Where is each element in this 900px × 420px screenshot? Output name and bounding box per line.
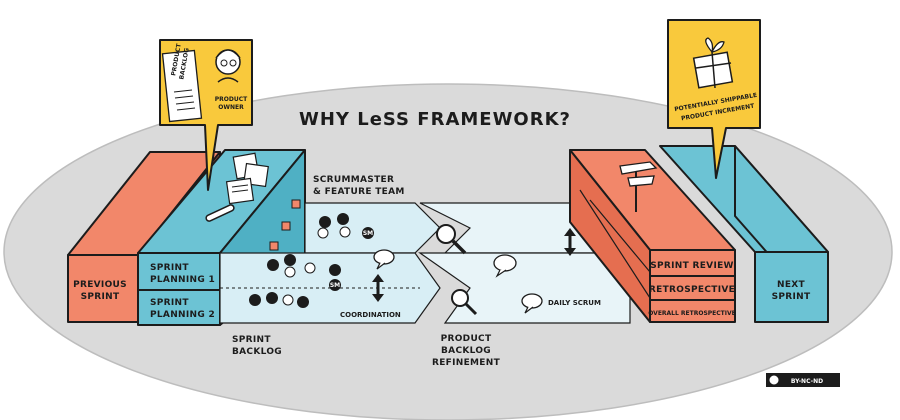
sm-label-2: SM	[330, 282, 340, 289]
person-icon	[339, 226, 351, 238]
person-icon	[284, 266, 296, 278]
gift-icon	[692, 37, 734, 89]
person-icon	[266, 292, 278, 304]
license-label: BY-NC-ND	[791, 378, 823, 385]
sprint-planning-2-label-a: SPRINT	[150, 298, 189, 308]
coordination-label: COORDINATION	[340, 311, 401, 319]
person-icon	[267, 259, 279, 271]
product-owner-sign: PRODUCT BACKLOG PRODUCT OWNER	[159, 39, 253, 191]
person-icon	[284, 254, 296, 266]
sprint-track	[219, 202, 631, 324]
feature-team-2: SM	[267, 254, 341, 291]
pbr-label-1: PRODUCT	[441, 334, 492, 344]
product-owner-label-1: PRODUCT	[215, 96, 248, 103]
sticky-note	[281, 221, 291, 231]
person-icon	[304, 262, 316, 274]
previous-sprint-label-2: SPRINT	[81, 292, 120, 302]
speech-bubble-icon	[373, 249, 395, 270]
sprint-planning-1-label-b: PLANNING 1	[150, 275, 215, 285]
sprint-planning-2-label-b: PLANNING 2	[150, 310, 215, 320]
creative-commons-icon	[768, 374, 780, 386]
page-title: WHY LeSS FRAMEWORK?	[299, 109, 571, 130]
pen-icon	[205, 204, 235, 222]
scrummaster-icon	[362, 227, 374, 239]
increment-sign: POTENTIALLY SHIPPABLE PRODUCT INCREMENT	[667, 19, 761, 179]
person-icon	[249, 294, 261, 306]
magnifier-icon	[436, 224, 467, 255]
person-icon	[317, 227, 329, 239]
sticky-note	[291, 199, 301, 209]
product-owner-icon	[215, 49, 241, 83]
sprint-backlog-label-1: SPRINT	[232, 335, 271, 345]
person-icon	[282, 294, 294, 306]
pbr-label-3: REFINEMENT	[432, 358, 501, 368]
next-sprint-label-1: NEXT	[777, 280, 806, 290]
speech-bubble-icon	[521, 293, 543, 314]
speech-bubble-icon	[493, 254, 517, 278]
product-owner-label-2: OWNER	[218, 104, 244, 111]
arrow-updown-icon	[564, 228, 576, 256]
scrummaster-icon	[329, 279, 341, 291]
person-icon	[329, 264, 341, 276]
sprint-review-label: SPRINT REVIEW	[650, 261, 734, 271]
previous-sprint-label-1: PREVIOUS	[73, 280, 127, 290]
review-retro-block: SPRINT REVIEW RETROSPECTIVE OVERALL RETR…	[569, 149, 736, 323]
magnifier-icon	[451, 289, 478, 316]
feature-team-1: SM	[317, 213, 374, 239]
person-icon	[319, 216, 331, 228]
daily-scrum-label: DAILY SCRUM	[548, 299, 601, 307]
sticky-note	[269, 241, 279, 251]
next-sprint-label-2: SPRINT	[772, 292, 811, 302]
overall-retrospective-label: OVERALL RETROSPECTIVE	[648, 310, 736, 317]
retrospective-label: RETROSPECTIVE	[649, 285, 735, 295]
next-sprint-block: NEXT SPRINT	[659, 145, 829, 323]
product-backlog-paper-icon	[161, 49, 203, 123]
sprint-planning-1-label-a: SPRINT	[150, 263, 189, 273]
scrummaster-label-2: & FEATURE TEAM	[313, 187, 405, 197]
license-badge: BY-NC-ND	[766, 373, 840, 387]
person-icon	[297, 296, 309, 308]
sm-label-1: SM	[363, 230, 373, 237]
signpost-icon	[619, 161, 658, 212]
sprint-backlog-label-2: BACKLOG	[232, 347, 282, 357]
person-icon	[337, 213, 349, 225]
feature-team-3	[249, 292, 309, 308]
arrow-updown-icon	[372, 274, 384, 302]
pbr-label-2: BACKLOG	[441, 346, 491, 356]
scrummaster-label-1: SCRUMMASTER	[313, 175, 394, 185]
sticky-notes-stack-icon	[225, 152, 269, 205]
